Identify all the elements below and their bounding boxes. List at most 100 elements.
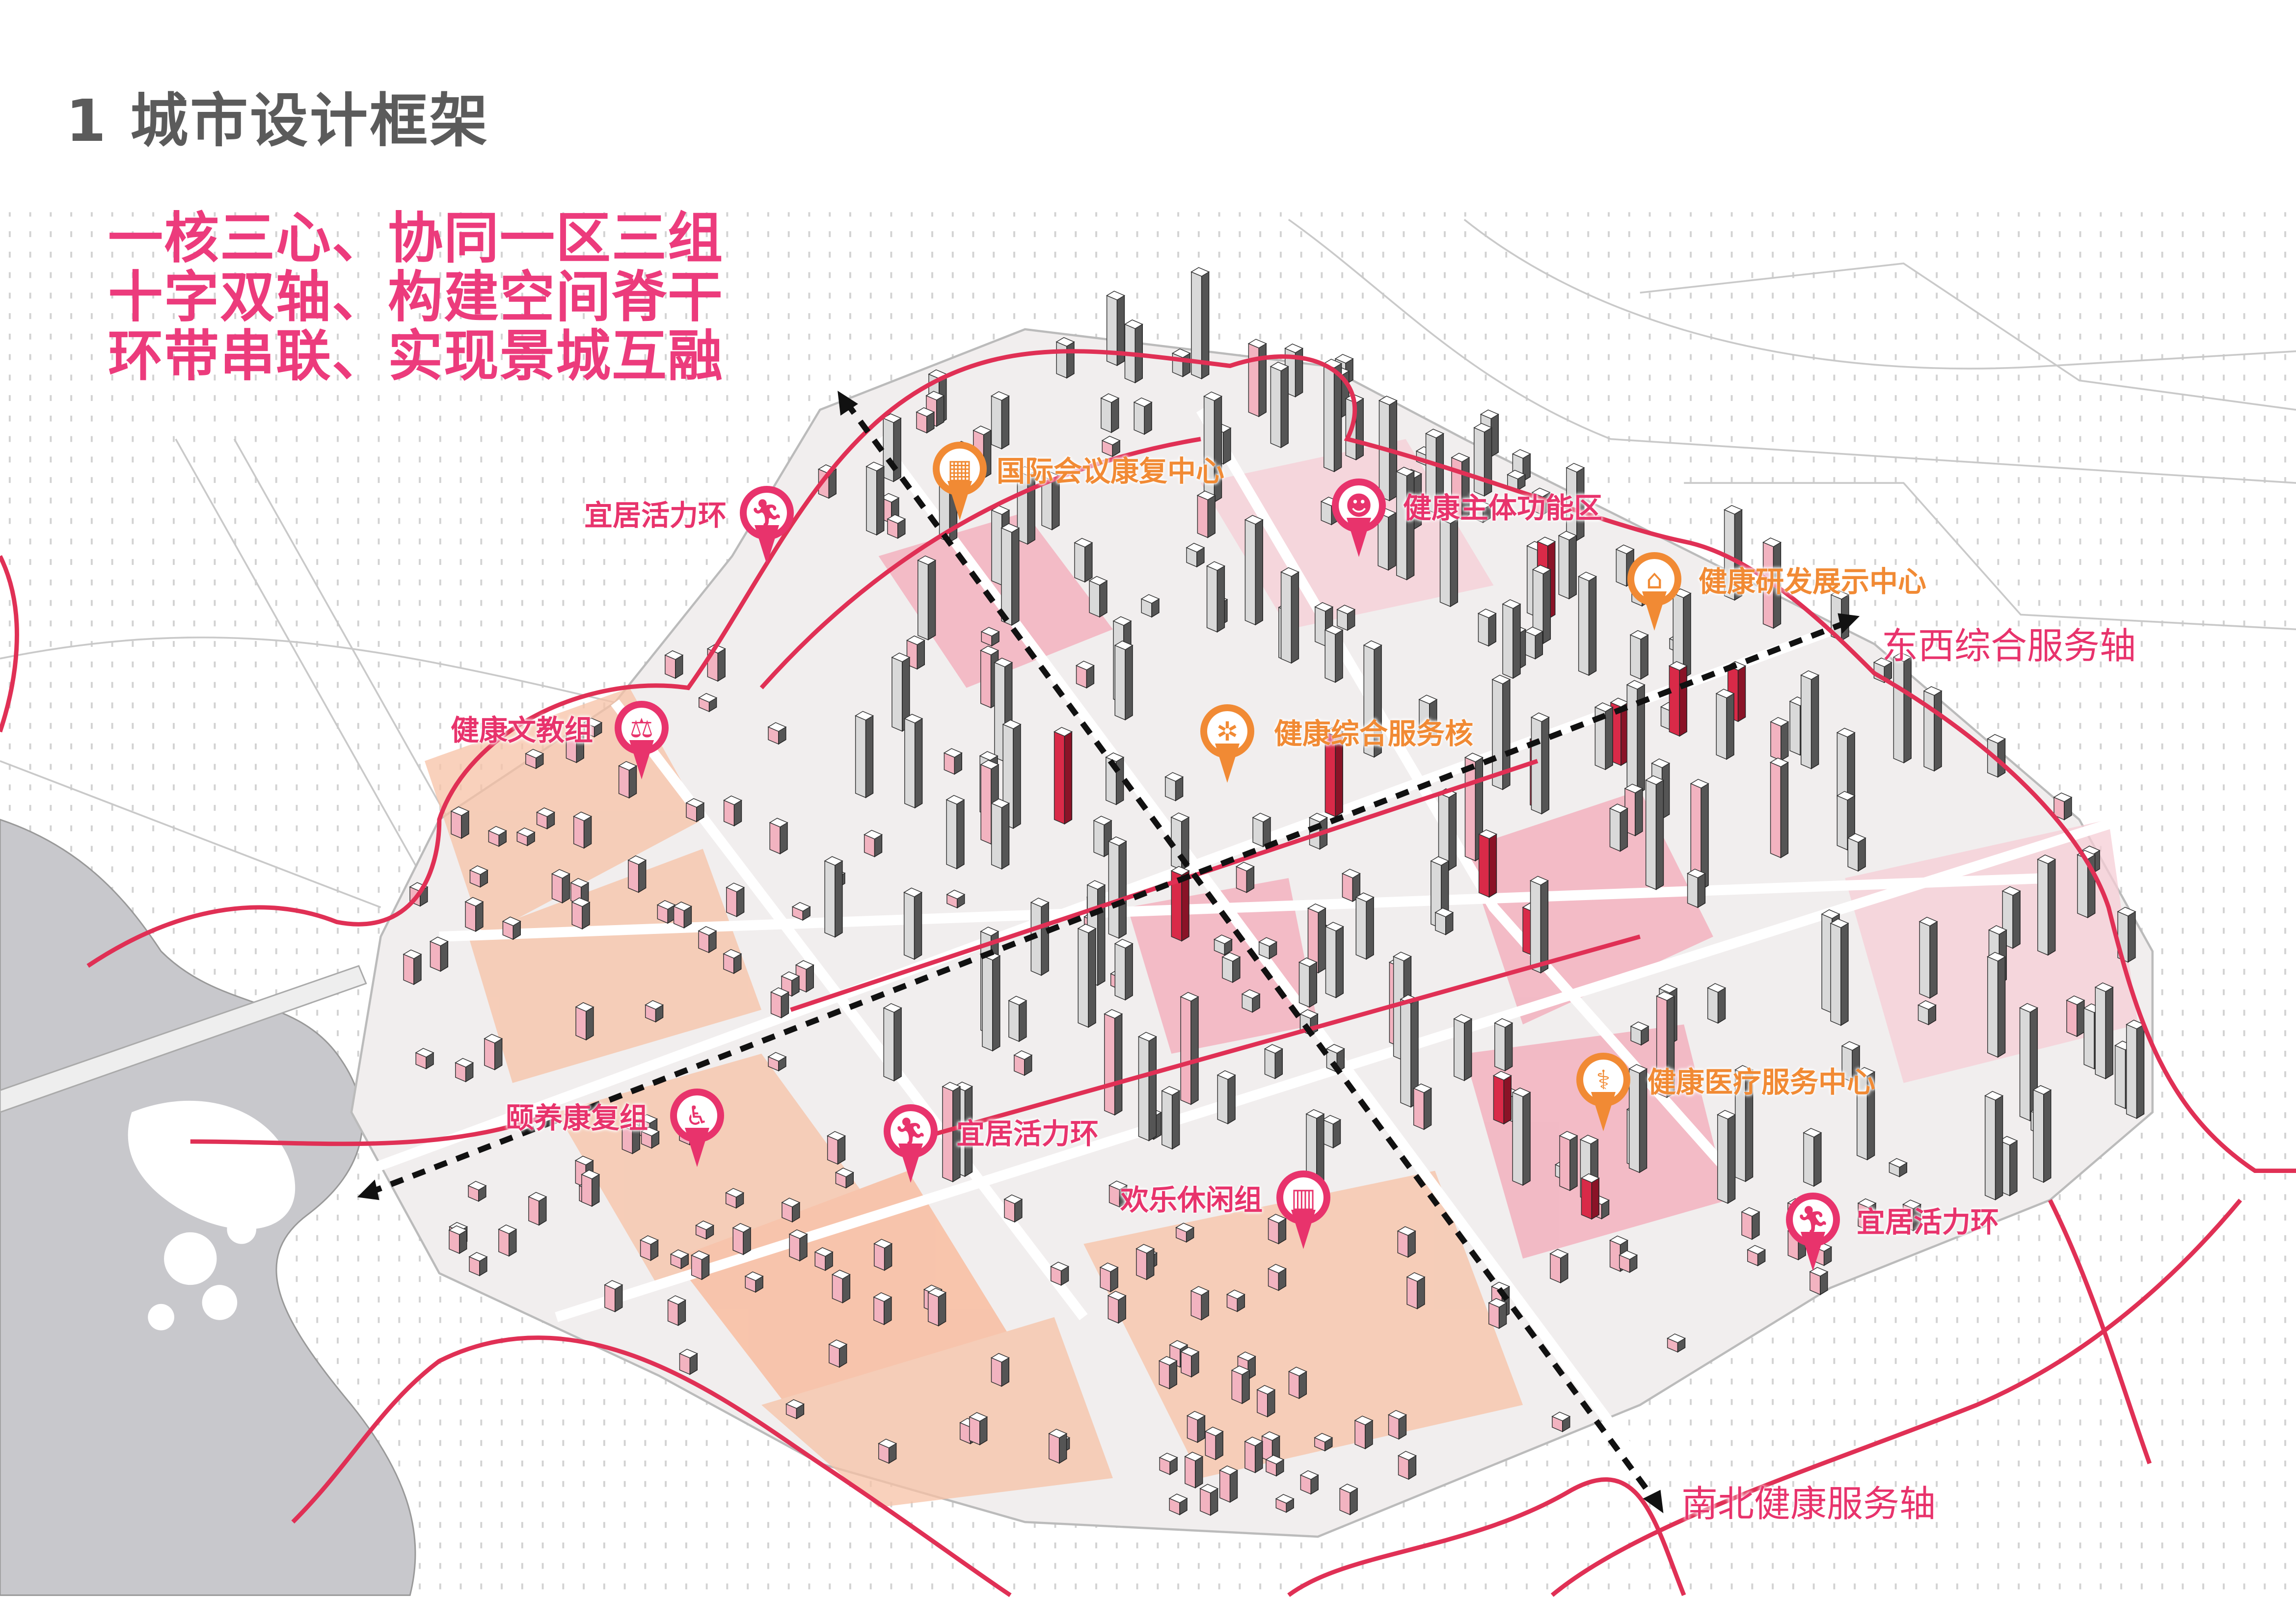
building bbox=[673, 901, 693, 929]
building bbox=[1902, 1199, 1922, 1231]
building bbox=[1231, 1365, 1250, 1405]
building bbox=[645, 1000, 664, 1023]
label-conference-center: 国际会议康复中心 bbox=[997, 454, 1225, 488]
building bbox=[770, 987, 790, 1019]
building bbox=[1418, 694, 1438, 741]
building bbox=[1434, 907, 1454, 935]
building bbox=[946, 889, 966, 909]
building bbox=[467, 1181, 487, 1202]
vitality-ring-pin-3[interactable]: 🏃︎ bbox=[1786, 1193, 1840, 1271]
label-elderly-care-group: 颐养康复组 bbox=[506, 1101, 648, 1135]
building bbox=[1252, 812, 1271, 848]
label-rnd-center: 健康研发展示中心 bbox=[1699, 565, 1927, 598]
medical-pin[interactable]: ⚕ bbox=[1576, 1053, 1630, 1131]
building bbox=[1050, 1261, 1070, 1286]
building bbox=[448, 1225, 468, 1254]
highlight-building bbox=[1053, 727, 1073, 825]
building bbox=[1213, 934, 1233, 956]
building bbox=[1104, 1009, 1123, 1116]
building bbox=[2117, 906, 2136, 963]
building bbox=[980, 627, 1000, 647]
conference-pin[interactable]: ▦ bbox=[933, 442, 987, 520]
building bbox=[1741, 1207, 1760, 1240]
building bbox=[468, 1252, 488, 1277]
building bbox=[1406, 1272, 1426, 1309]
building bbox=[1770, 717, 1789, 761]
building bbox=[1873, 657, 1892, 683]
building bbox=[1800, 670, 1820, 770]
building bbox=[887, 514, 906, 539]
building bbox=[1298, 957, 1318, 1008]
building bbox=[1847, 833, 1866, 872]
building bbox=[1003, 1194, 1023, 1223]
building bbox=[2066, 995, 2085, 1038]
vitality-ring-pin-1[interactable]: 🏃︎ bbox=[740, 486, 794, 564]
building bbox=[1180, 1347, 1200, 1378]
building bbox=[1216, 1070, 1236, 1125]
building bbox=[1624, 783, 1644, 837]
building bbox=[1074, 537, 1093, 583]
building bbox=[1075, 661, 1095, 689]
building bbox=[726, 882, 745, 917]
building bbox=[1244, 515, 1264, 626]
building bbox=[744, 1271, 764, 1293]
building bbox=[1314, 1433, 1333, 1452]
elderly-care-pin[interactable]: ♿ bbox=[670, 1089, 724, 1167]
building bbox=[678, 1349, 698, 1375]
health-function-pin[interactable]: ☻ bbox=[1332, 479, 1386, 557]
label-education-group: 健康文教组 bbox=[451, 714, 594, 747]
building bbox=[1477, 609, 1497, 647]
leisure-pin[interactable]: ▥ bbox=[1276, 1171, 1330, 1249]
arrowhead-icon bbox=[357, 1179, 379, 1200]
building bbox=[1088, 576, 1108, 618]
bridge bbox=[0, 965, 367, 1113]
runner-icon: 🏃︎ bbox=[747, 493, 787, 533]
building bbox=[627, 855, 647, 893]
building bbox=[516, 827, 536, 847]
building bbox=[698, 926, 717, 954]
education-pin[interactable]: ⚖ bbox=[615, 701, 669, 779]
service-core-pin[interactable]: ✲ bbox=[1200, 704, 1254, 783]
building bbox=[1425, 428, 1444, 514]
label-vitality-ring-2: 宜居活力环 bbox=[956, 1117, 1099, 1150]
building bbox=[1322, 1115, 1342, 1149]
building bbox=[1984, 1091, 2004, 1200]
building bbox=[723, 795, 743, 827]
building bbox=[1762, 537, 1782, 629]
building bbox=[1397, 1226, 1416, 1258]
building bbox=[1559, 1131, 1578, 1192]
arrowhead-icon bbox=[837, 391, 858, 416]
building bbox=[1247, 339, 1267, 418]
building bbox=[904, 714, 923, 809]
building bbox=[1656, 991, 1675, 1098]
building bbox=[469, 865, 488, 888]
building bbox=[1397, 1451, 1417, 1480]
vitality-ring-pin-2[interactable]: 🏃︎ bbox=[884, 1104, 938, 1183]
building bbox=[831, 1270, 851, 1304]
building bbox=[1923, 686, 1943, 772]
building bbox=[1512, 1087, 1531, 1186]
arrowhead-icon bbox=[1643, 1490, 1664, 1514]
building bbox=[1836, 791, 1856, 851]
building bbox=[990, 391, 1010, 450]
building bbox=[1355, 892, 1375, 960]
building bbox=[1918, 917, 1938, 999]
building bbox=[1186, 543, 1205, 568]
building bbox=[1363, 640, 1382, 758]
building bbox=[1532, 564, 1551, 644]
building bbox=[1841, 1041, 1861, 1083]
building bbox=[1502, 599, 1521, 679]
building bbox=[1626, 680, 1646, 795]
building bbox=[732, 1223, 752, 1255]
building bbox=[1594, 702, 1614, 771]
building bbox=[581, 1170, 600, 1207]
building bbox=[1137, 1032, 1157, 1142]
building bbox=[1413, 1083, 1432, 1130]
people-icon: ☻ bbox=[1339, 485, 1379, 526]
building bbox=[1100, 393, 1120, 433]
building bbox=[1339, 1484, 1358, 1516]
building bbox=[1168, 1493, 1188, 1516]
rnd-pin[interactable]: ⌂ bbox=[1627, 552, 1681, 631]
building bbox=[1203, 391, 1223, 503]
building bbox=[781, 1197, 801, 1223]
